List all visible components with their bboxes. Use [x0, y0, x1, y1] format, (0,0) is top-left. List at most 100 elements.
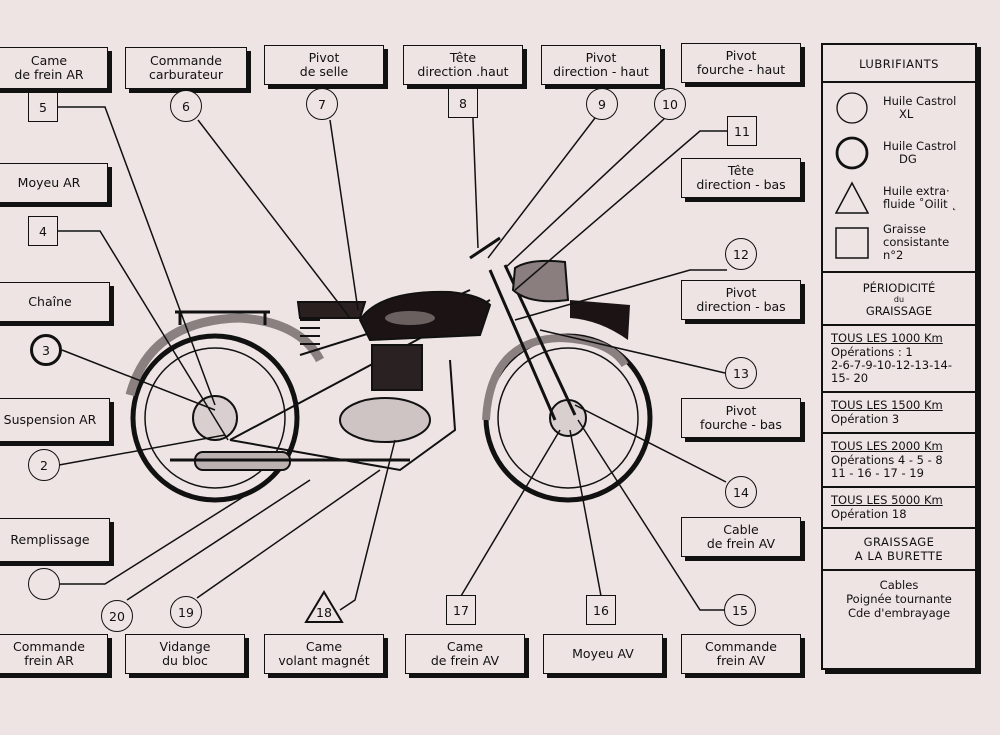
part-label-text: Commande — [150, 53, 222, 68]
rear-fender — [125, 313, 324, 397]
square-marker-17: 17 — [446, 595, 476, 625]
part-label-text: frein AR — [24, 653, 74, 668]
part-number: 20 — [109, 608, 125, 624]
circle-thick-icon — [835, 136, 869, 170]
part-label-text: Pivot — [725, 285, 757, 300]
part-label-text: de frein AV — [706, 536, 776, 551]
part-label-text: Commande — [13, 639, 85, 654]
schedule-interval: TOUS LES 5000 Km — [831, 493, 943, 507]
part-label-text: carburateur — [149, 67, 223, 82]
part-label-text: direction .haut — [417, 64, 509, 79]
part-label-2: Suspension AR — [0, 398, 110, 442]
triangle-marker-18: 18 — [304, 590, 344, 624]
schedule-interval: TOUS LES 2000 Km — [831, 439, 943, 453]
part-label-text: Commande — [705, 639, 777, 654]
periodicity-title-line: du — [893, 295, 905, 304]
part-label-text: Tête — [727, 163, 755, 178]
part-label-text: Tête — [449, 50, 477, 65]
burette-title-line: A LA BURETTE — [854, 549, 944, 563]
part-label-text: frein AV — [716, 653, 766, 668]
circle-marker-3: 3 — [30, 334, 62, 366]
lubricant-name: Huile extra·fluide ˚Oilit ˛ — [883, 183, 958, 211]
circle-icon — [835, 91, 869, 125]
part-label-text: direction - bas — [696, 299, 786, 314]
lubricant-name-line: XL — [899, 106, 914, 121]
circle-marker-1 — [28, 568, 60, 600]
circle-marker-7: 7 — [306, 88, 338, 120]
part-label-text: Came — [305, 639, 343, 654]
leader-lines — [44, 106, 727, 611]
part-number: 11 — [734, 123, 750, 139]
part-number: 7 — [318, 96, 326, 112]
rear-wheel — [130, 333, 300, 503]
part-number: 18 — [316, 604, 332, 620]
periodicity-title-line: GRAISSAGE — [865, 304, 933, 318]
circle-marker-14: 14 — [725, 476, 757, 508]
burette-item: Poignée tournante — [846, 592, 952, 606]
periodicity-title-line: PÉRIODICITÉ — [862, 281, 936, 295]
engine-cylinder — [371, 344, 423, 391]
triangle-icon — [304, 590, 344, 623]
part-number: 12 — [733, 246, 749, 262]
schedule-interval: TOUS LES 1500 Km — [831, 398, 943, 412]
lubricant-name-line: Graisse — [883, 222, 926, 236]
lubricant-name-line: Huile extra· — [883, 183, 950, 198]
circle-marker-9: 9 — [586, 88, 618, 120]
part-label-1: Remplissage — [0, 518, 110, 562]
part-number: 19 — [178, 604, 194, 620]
part-number: 6 — [182, 98, 190, 114]
circle-marker-12: 12 — [725, 238, 757, 270]
part-label-text: Came — [30, 53, 68, 68]
burette-title-line: GRAISSAGE — [863, 535, 935, 549]
part-number: 17 — [453, 602, 469, 618]
front-mudflap — [570, 300, 630, 340]
square-marker-16: 16 — [586, 595, 616, 625]
part-number: 10 — [662, 96, 678, 112]
part-number: 15 — [732, 602, 748, 618]
part-label-16: Moyeu AV — [543, 634, 663, 674]
square-marker-5: 5 — [28, 92, 58, 122]
burette-items: Cables Poignée tournante Cde d'embrayage — [823, 571, 975, 627]
part-number: 3 — [42, 342, 50, 358]
lubricant-name-line: Huile Castrol — [883, 138, 957, 153]
square-marker-11: 11 — [727, 116, 757, 146]
part-label-text: Came — [446, 639, 484, 654]
front-fender — [482, 333, 629, 421]
part-number: 16 — [593, 602, 609, 618]
lubricant-name-line: fluide ˚Oilit ˛ — [883, 196, 958, 211]
handlebar — [469, 236, 501, 260]
lubricant-name-line: Huile Castrol — [883, 93, 957, 108]
part-label-text: de selle — [299, 64, 349, 79]
part-label-text: Chaîne — [28, 294, 72, 309]
part-number: 5 — [39, 99, 47, 115]
part-label-3: Chaîne — [0, 282, 110, 322]
part-label-text: Remplissage — [10, 532, 90, 547]
part-label-text: direction - haut — [553, 64, 649, 79]
periodicity-title: PÉRIODICITÉ du GRAISSAGE — [823, 273, 975, 324]
triangle-icon — [835, 180, 869, 215]
motorcycle-illustration — [125, 236, 653, 503]
lubricant-name-line: n°2 — [883, 248, 904, 262]
part-label-text: Pivot — [585, 50, 617, 65]
circle-marker-2: 2 — [28, 449, 60, 481]
circle-marker-6: 6 — [170, 90, 202, 122]
schedule-operations: Opération 3 — [831, 412, 900, 426]
